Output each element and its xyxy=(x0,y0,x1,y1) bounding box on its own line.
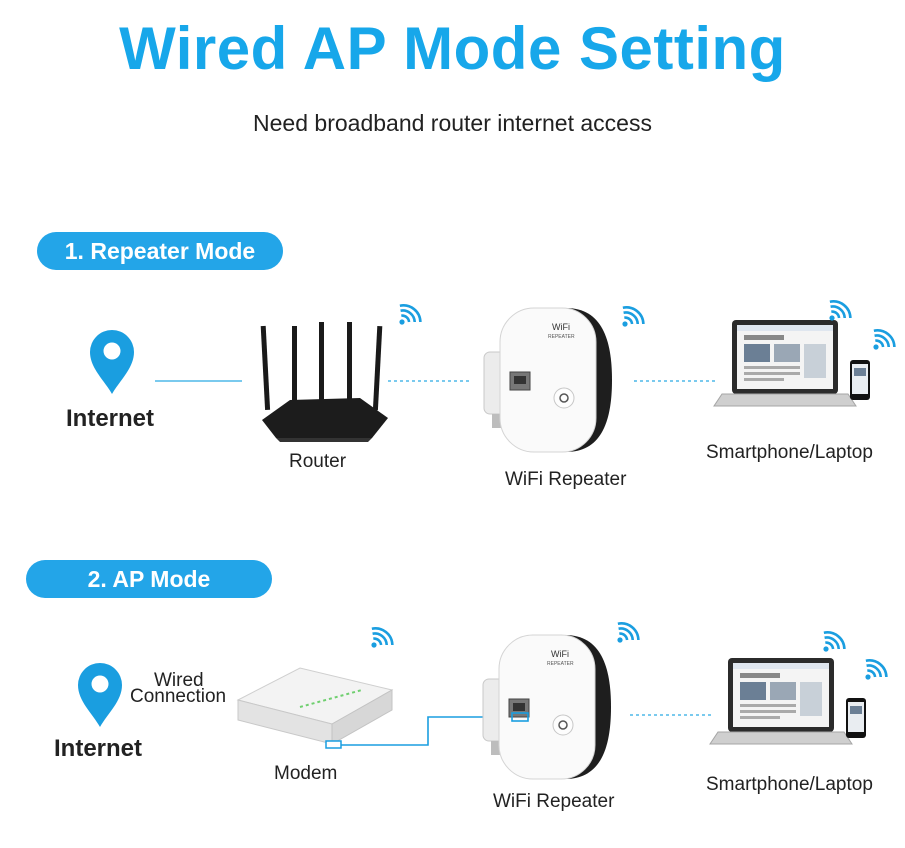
wifi-icon xyxy=(398,298,426,326)
badge-ap-mode: 2. AP Mode xyxy=(26,560,272,598)
laptop-icon xyxy=(713,319,871,407)
wifi-icon xyxy=(822,625,850,653)
modem-icon xyxy=(236,667,394,745)
wifi-repeater-icon xyxy=(483,307,613,453)
repeater-label: WiFi Repeater xyxy=(505,469,627,490)
wifi-icon xyxy=(370,621,398,649)
internet-label: Internet xyxy=(54,735,143,762)
internet-label: Internet xyxy=(66,405,155,432)
router-icon xyxy=(260,322,388,442)
page-subtitle: Need broadband router internet access xyxy=(253,110,652,136)
ethernet-port xyxy=(325,740,342,749)
laptop-icon xyxy=(709,657,867,745)
page-title: Wired AP Mode Setting xyxy=(119,15,786,82)
repeater-label: WiFi Repeater xyxy=(493,791,615,812)
client-label: Smartphone/Laptop xyxy=(706,442,873,463)
client-label: Smartphone/Laptop xyxy=(706,774,873,795)
lan-port-highlight xyxy=(511,712,529,722)
badge-repeater-mode: 1. Repeater Mode xyxy=(37,232,283,270)
section-ap-mode xyxy=(78,616,892,780)
wired-label-line1: Wired xyxy=(154,670,204,691)
wired-label-line2: Connection xyxy=(130,686,227,707)
router-label: Router xyxy=(289,451,347,472)
wifi-icon xyxy=(616,616,644,644)
wifi-icon xyxy=(621,300,649,328)
modem-label: Modem xyxy=(274,763,338,784)
location-pin-icon xyxy=(90,330,134,394)
wifi-icon xyxy=(828,294,856,322)
location-pin-icon xyxy=(78,663,122,727)
ethernet-cable xyxy=(341,716,519,746)
wifi-icon xyxy=(872,323,900,351)
wifi-icon xyxy=(864,653,892,681)
wifi-repeater-icon xyxy=(482,634,612,780)
section-repeater-mode xyxy=(90,294,900,453)
